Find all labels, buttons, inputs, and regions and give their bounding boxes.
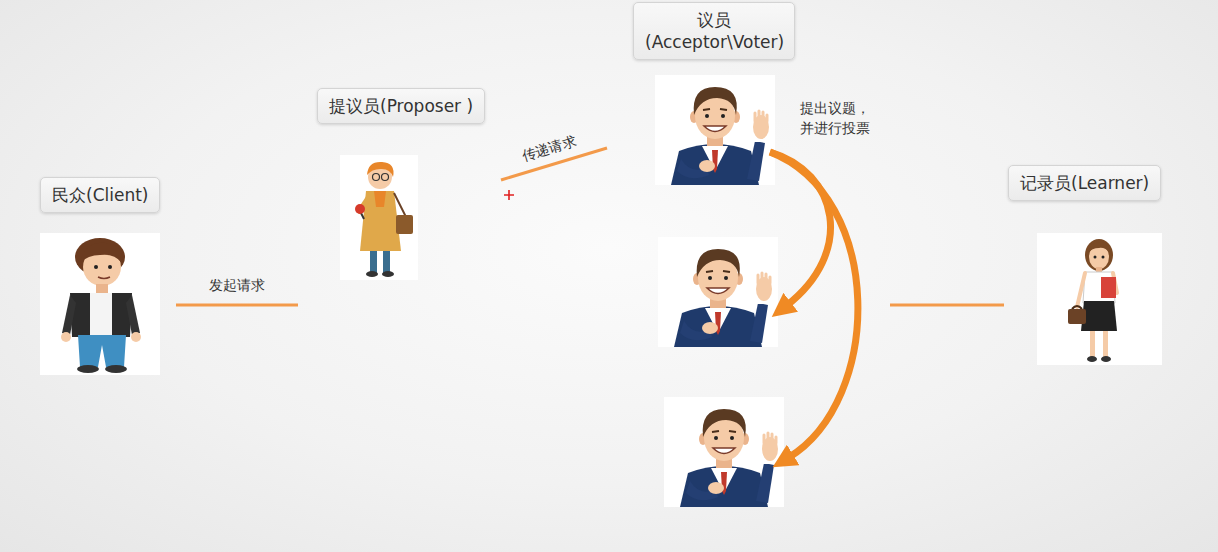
role-label: 提议员(Proposer ) <box>317 88 485 124</box>
note-text: 提出议题， 并进行投票 <box>800 98 880 139</box>
role-node: 议员 (Acceptor\Voter) <box>633 2 863 510</box>
edge-label: 发起请求 <box>209 277 265 294</box>
role-label: 记录员(Learner) <box>1008 165 1161 201</box>
role-label: 民众(Client) <box>40 177 160 213</box>
role-node: 民众(Client) <box>40 177 164 377</box>
role-node: 记录员(Learner) <box>1008 165 1174 365</box>
role-label: 议员 (Acceptor\Voter) <box>633 2 795 60</box>
request-line <box>176 304 298 307</box>
request-line <box>890 304 1004 307</box>
role-node: 提议员(Proposer ) <box>317 88 497 318</box>
